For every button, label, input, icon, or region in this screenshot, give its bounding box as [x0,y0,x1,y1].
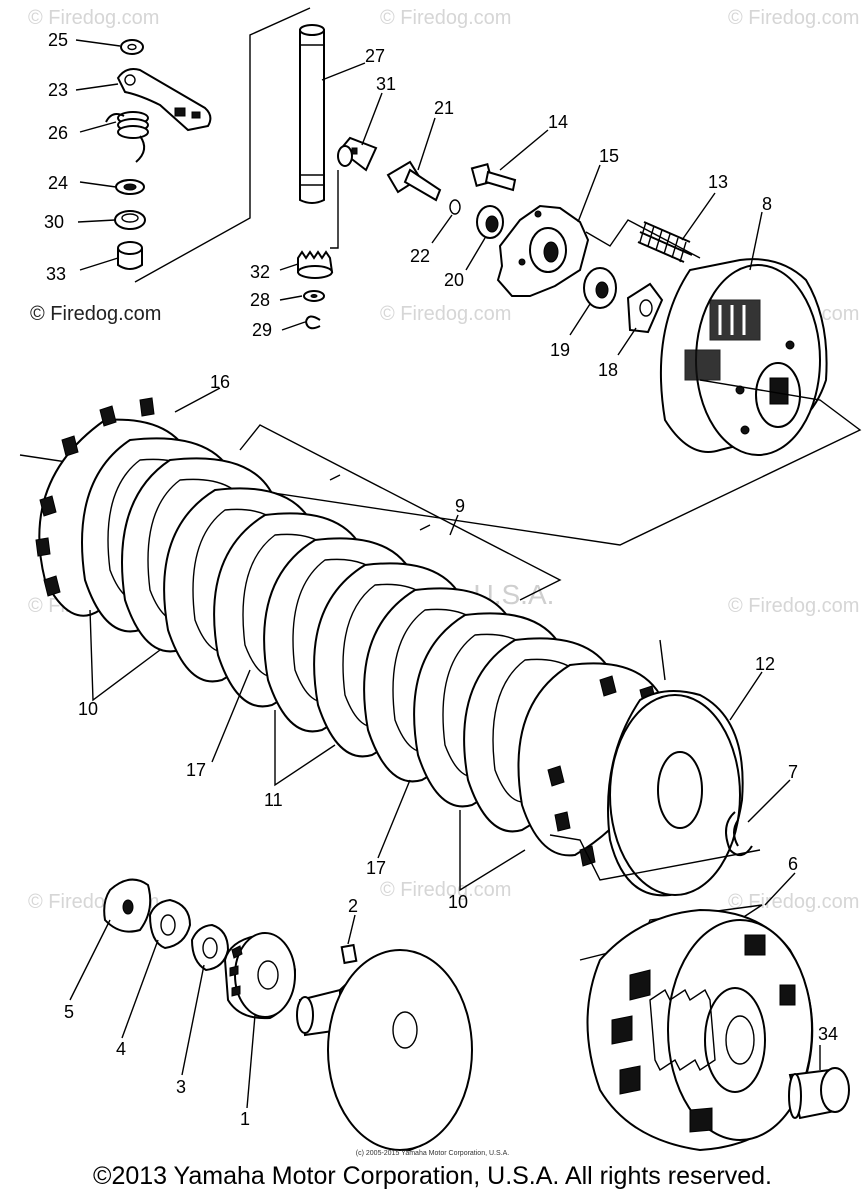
leader-17b [377,779,411,859]
watermark: © Firedog.com [728,595,859,617]
part-19-bearing [583,267,617,309]
footer-copyright: ©2013 Yamaha Motor Corporation, U.S.A. A… [93,1162,772,1190]
part-28-washer [303,290,325,302]
callout-10a: 10 [78,699,98,719]
assembly-line [585,219,701,259]
callout-25: 25 [48,30,68,50]
watermark: © Firedog.com [380,879,511,901]
callout-17a: 17 [186,760,206,780]
callout-20: 20 [444,270,464,290]
callout-21: 21 [434,98,454,118]
callout-28: 28 [250,290,270,310]
callout-27: 27 [365,46,385,66]
leader-10a [89,609,161,702]
part-24-washer [115,179,145,195]
watermark: © Firedog.com [728,891,859,913]
leader-17a [211,669,251,763]
callout-32: 32 [250,262,270,282]
part-6-clutch-housing [586,908,814,1152]
callout-11: 11 [264,790,283,810]
assembly-line [659,639,666,681]
leader-11 [274,710,336,787]
callout-6: 6 [788,854,798,874]
part-27-pushrod-shaft [299,24,325,204]
part-4-lock-washer [148,898,192,950]
callout-14: 14 [548,112,568,132]
callout-30: 30 [44,212,64,232]
part-14-bolt [470,163,517,192]
callout-18: 18 [598,360,618,380]
primary-driven-gear-housing [296,949,473,1152]
leader-3 [181,964,205,1076]
leader-4 [121,939,159,1039]
assembly-line [549,834,761,881]
callout-17b: 17 [366,858,386,878]
leader-5 [69,919,111,1001]
callout-23: 23 [48,80,68,100]
part-26-spring [105,111,149,163]
part-15-pressure-plate [496,204,590,297]
part-33-bushing [117,241,143,270]
part-31-pin [337,136,378,172]
watermark: © Firedog.com [28,7,159,29]
callout-15: 15 [599,146,619,166]
part-13-spring [637,221,693,263]
callout-31: 31 [376,74,396,94]
callout-22: 22 [410,246,430,266]
part-21-adjuster-screw [386,160,442,202]
callout-7: 7 [788,762,798,782]
part-30-seal [114,210,146,230]
callout-34: 34 [818,1024,838,1044]
callout-12: 12 [755,654,775,674]
callout-3: 3 [176,1077,186,1097]
clutch-plate-stack [35,397,667,867]
callout-2: 2 [348,896,358,916]
callout-10b: 10 [448,892,468,912]
assembly-line [19,379,862,546]
part-18-lock-washer [626,282,664,334]
part-22-oring [449,199,461,215]
part-23-lever [116,68,212,132]
assembly-line [239,424,562,601]
callout-labels: 25 23 26 24 30 33 27 31 21 14 15 13 8 22… [44,30,838,1129]
callout-13: 13 [708,172,728,192]
callout-4: 4 [116,1039,126,1059]
callout-8: 8 [762,194,772,214]
callout-24: 24 [48,173,68,193]
part-32-gear [297,250,334,279]
callout-26: 26 [48,123,68,143]
assembly-line [330,170,339,249]
callout-29: 29 [252,320,272,340]
callout-9: 9 [455,496,465,516]
callout-1: 1 [240,1109,250,1129]
leader-10b [459,810,526,892]
part-2-key [340,943,358,965]
part-1-primary-gear [223,932,297,1020]
watermark: © Firedog.com [380,7,511,29]
part-5-nut [103,878,152,933]
callout-33: 33 [46,264,66,284]
part-3-washer [190,923,230,972]
watermark: © Firedog.com [728,7,859,29]
watermark-dark: © Firedog.com [30,303,161,325]
part-29-clip [304,315,321,330]
assembly-line [134,7,311,283]
part-8-clutch-boss [659,258,828,456]
callout-19: 19 [550,340,570,360]
leader-lines [75,39,821,1070]
part-25-circlip [120,39,144,55]
fine-print-copyright: (c) 2005-2015 Yamaha Motor Corporation, … [355,1150,510,1157]
part-20-bearing [476,205,504,239]
leader-1 [246,1014,256,1109]
callout-5: 5 [64,1002,74,1022]
watermark: © Firedog.com [380,303,511,325]
part-34-spacer [788,1067,850,1120]
part-12-pressure-plate [607,690,744,897]
callout-16: 16 [210,372,230,392]
